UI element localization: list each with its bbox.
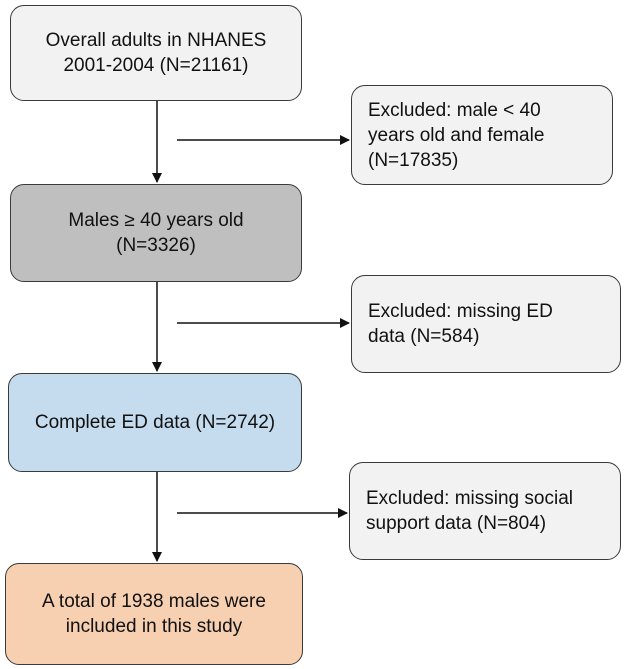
- exclusion-missing-ed-text: Excluded: missing ED data (N=584): [368, 301, 553, 347]
- step-overall-adults-box: Overall adults in NHANES 2001-2004 (N=21…: [10, 5, 302, 101]
- exclusion-missing-social-support-box: Excluded: missing social support data (N…: [349, 462, 621, 560]
- exclusion-missing-social-support-text: Excluded: missing social support data (N…: [366, 488, 573, 534]
- step-males-40-text: Males ≥ 40 years old (N=3326): [68, 210, 244, 256]
- exclusion-missing-ed-box: Excluded: missing ED data (N=584): [351, 275, 621, 373]
- step-complete-ed-box: Complete ED data (N=2742): [8, 373, 302, 472]
- step-males-40-box: Males ≥ 40 years old (N=3326): [10, 184, 302, 282]
- step-final-sample-box: A total of 1938 males were included in t…: [5, 563, 303, 665]
- step-overall-adults-text: Overall adults in NHANES 2001-2004 (N=21…: [45, 30, 267, 76]
- step-final-sample-text: A total of 1938 males were included in t…: [42, 591, 266, 637]
- exclusion-age-sex-box: Excluded: male < 40 years old and female…: [351, 85, 613, 185]
- exclusion-age-sex-text: Excluded: male < 40 years old and female…: [368, 99, 545, 171]
- step-complete-ed-text: Complete ED data (N=2742): [34, 412, 276, 433]
